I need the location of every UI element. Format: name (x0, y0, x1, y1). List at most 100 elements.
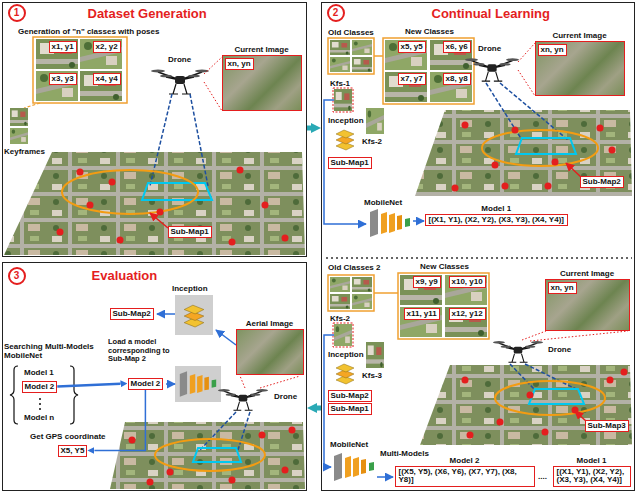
camera-footprint (529, 389, 584, 404)
mobilenet-icon (180, 371, 216, 396)
box-label: Sub-Map1 (171, 227, 209, 237)
keyframe-image (334, 89, 352, 111)
step-number: 2 (333, 8, 339, 18)
class-image (352, 277, 372, 292)
annotation-label: Drone (168, 55, 191, 64)
class-image (330, 40, 350, 55)
view-line (518, 43, 535, 96)
annotation-label: Drone (548, 345, 571, 354)
label-box: x3, y3 (49, 73, 77, 85)
class-group (33, 37, 127, 103)
keyframe-image (366, 342, 384, 368)
class-image (352, 40, 372, 55)
coordinate-list-box: [(X1, Y1), (X2, Y2), (X3, Y3), (X4, Y4)] (553, 466, 631, 488)
flow-line (216, 330, 236, 345)
image-box: Current Image xn, yn (222, 44, 302, 111)
coordinate-list-box: [(X1, Y1), (X2, Y2), (X3, Y3), (X4, Y4)] (425, 214, 568, 227)
annotation-label: Multi-Models (380, 449, 429, 458)
aerial-map (415, 110, 632, 196)
aerial-image: xn, yn (535, 41, 625, 96)
label-box: x2, y2 (93, 41, 121, 53)
submap-ellipse (155, 439, 265, 471)
box-label: x7, y7 (401, 74, 423, 84)
image-caption: Aerial Image (236, 318, 304, 329)
class-image (80, 71, 122, 101)
open-brace (10, 366, 18, 424)
class-image (330, 57, 350, 72)
flow-line (377, 476, 393, 478)
camera-footprint (193, 448, 241, 462)
box-label: x4, y4 (96, 74, 118, 84)
class-group (328, 38, 374, 74)
coordinate-tag: xn, yn (548, 282, 577, 294)
annotation-label: Kfs-3 (362, 371, 382, 380)
keyframe-image (334, 324, 352, 346)
annotation-label: Model n (24, 413, 54, 422)
label-box: Sub-Map2 (328, 390, 372, 402)
ellipsis-dots (39, 398, 41, 410)
label-box: Model 2 (128, 378, 164, 390)
label-box: x10, y10 (449, 276, 486, 288)
coordinate-text: xn, yn (541, 45, 564, 55)
label-box: x5, y5 (398, 41, 426, 53)
image-box: Current Imagexn, yn (545, 268, 630, 331)
box-label: x9, y9 (416, 277, 438, 287)
annotation-label: Old Classes 2 (328, 263, 380, 272)
label-box: Sub-Map1 (328, 403, 372, 415)
box-label: x12, y12 (452, 309, 483, 319)
annotation-label: Inception (328, 350, 364, 359)
annotation-label: Kfs-1 (330, 79, 350, 88)
coordinate-list: [(X5, Y5), (X6, Y6), (X7, Y7), (X8, Y8)] (399, 468, 531, 486)
drone-icon (465, 58, 519, 81)
pose-dots (129, 427, 296, 486)
image-caption: Current Image (222, 44, 302, 55)
label-box: Model 2 (22, 381, 58, 393)
box-label: x2, y2 (96, 42, 118, 52)
aerial-image: xn, yn (545, 279, 630, 331)
class-image (352, 294, 372, 309)
inception-icon (336, 364, 354, 384)
network-panel (175, 366, 221, 402)
annotation-label: Drone (274, 392, 297, 401)
flow-arrow (307, 126, 311, 131)
drone-icon (151, 70, 209, 95)
mobilenet-icon (370, 209, 410, 237)
image-box: Aerial Image (236, 318, 304, 375)
inception-icon (336, 130, 354, 150)
panel-frame: Continual Learning2x5, y5x6, y6x7, y7x8,… (321, 2, 635, 491)
coordinate-list: [(X1, Y1), (X2, Y2), (X3, Y3), (X4, Y4)] (557, 468, 627, 486)
box-label: Sub-Map3 (588, 421, 626, 431)
annotation-label: .... (538, 472, 547, 481)
step-number-circle: 2 (327, 4, 345, 22)
camera-footprint (516, 138, 576, 154)
learning-bottom-art (324, 273, 632, 481)
class-image (430, 40, 472, 70)
label-box: X5, Y5 (58, 445, 88, 457)
inception-icon (184, 305, 204, 327)
step-number: 3 (14, 271, 20, 281)
annotation-label: Kfs-2 (362, 137, 382, 146)
model-name: Model 1 (425, 203, 568, 214)
camera-footprint (142, 183, 212, 200)
box-label: Model 2 (131, 379, 161, 389)
network-panel (175, 295, 213, 335)
flow-arrow (57, 384, 120, 387)
box-label: x3, y3 (52, 74, 74, 84)
box-label: Sub-Map2 (113, 309, 151, 319)
flow-arrow (94, 390, 145, 451)
box-label: x8, y8 (446, 74, 468, 84)
annotation-label: Kfs-2 (330, 314, 350, 323)
box-label: Sub-Map2 (583, 177, 621, 187)
label-box: Sub-Map2 (580, 176, 624, 188)
label-box: x4, y4 (93, 73, 121, 85)
label-box: Sub-Map3 (585, 420, 629, 432)
view-line (204, 57, 222, 111)
coordinate-text: xn, yn (228, 59, 251, 69)
annotation-label: Get GPS coordinate (30, 432, 106, 441)
model-box: Model 1[(X1, Y1), (X2, Y2), (X3, Y3), (X… (553, 455, 631, 488)
keyframe-image (10, 108, 28, 126)
annotation-label: Drone (478, 44, 501, 53)
group-leader (24, 103, 40, 108)
submap-pointer (150, 213, 168, 228)
